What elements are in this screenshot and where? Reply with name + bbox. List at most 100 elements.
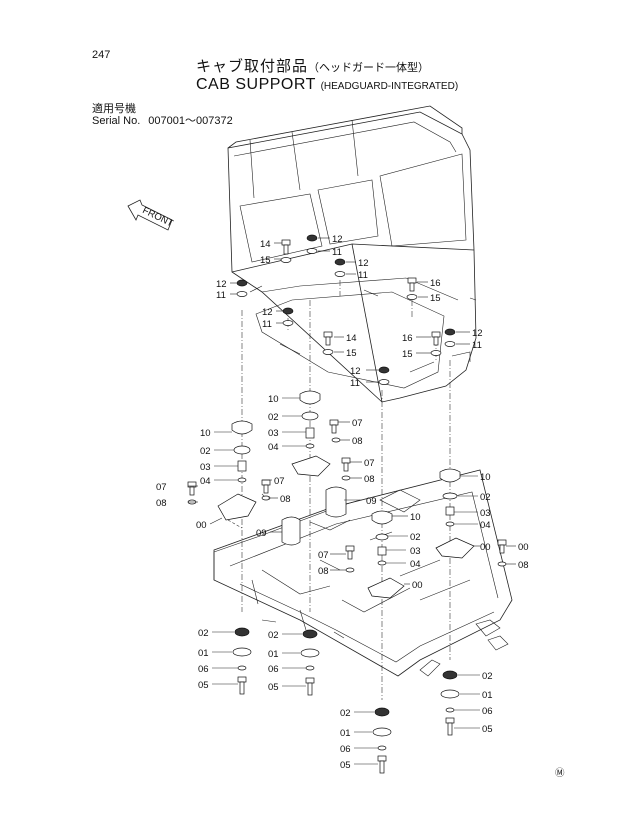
title-english: CAB SUPPORT (HEADGUARD-INTEGRATED) <box>196 76 458 94</box>
callout-label: 00 <box>480 542 491 553</box>
mount-stack-right-center <box>345 510 405 599</box>
callout-label: 09 <box>256 528 267 539</box>
corner-mark: Ⓜ <box>555 768 565 779</box>
title-en-main: CAB SUPPORT <box>196 76 316 93</box>
nut-icon <box>444 328 456 336</box>
callout-label: 00 <box>196 520 207 531</box>
callout-label: 08 <box>318 566 329 577</box>
callout-labels: 14 15 12 11 12 11 12 11 12 11 16 15 14 1… <box>156 234 529 771</box>
washer-icon <box>280 257 292 263</box>
bolt-icon <box>431 331 441 338</box>
callout-label: 15 <box>260 255 271 266</box>
callout-label: 16 <box>430 278 441 289</box>
callout-label: 08 <box>364 474 375 485</box>
serial-range: 007001～007372 <box>148 115 233 127</box>
washer-icon <box>334 271 346 277</box>
frame-outline <box>213 469 513 677</box>
callout-label: 01 <box>198 648 209 659</box>
callout-label: 00 <box>518 542 529 553</box>
front-label: FRONT <box>141 205 175 229</box>
bolt-icon <box>281 239 291 246</box>
lower-stack-1 <box>232 627 252 695</box>
mount-body-icon <box>281 516 301 546</box>
nut-icon <box>236 279 248 287</box>
callout-label: 02 <box>200 446 211 457</box>
washer-icon <box>406 294 418 300</box>
serial-number-line: Serial No. 007001～007372 <box>92 112 233 128</box>
title-jp-main: キャブ取付部品 <box>196 57 309 75</box>
nut-icon <box>282 307 294 315</box>
mount-stack-center <box>291 390 351 518</box>
bracket-icon <box>291 455 331 477</box>
bolt-icon <box>325 336 331 346</box>
callout-label: 07 <box>352 418 363 429</box>
washer-icon <box>282 320 294 326</box>
callout-label: 06 <box>268 664 279 675</box>
callout-label: 02 <box>480 492 491 503</box>
callout-label: 08 <box>518 560 529 571</box>
callout-label: 11 <box>350 378 360 389</box>
callout-label: 07 <box>364 458 375 469</box>
washer-icon <box>306 248 318 254</box>
spacer-icon <box>237 460 247 472</box>
leader-lines <box>188 237 516 765</box>
callout-label: 03 <box>200 462 211 473</box>
callout-label: 12 <box>332 234 343 245</box>
washer-icon <box>378 379 390 385</box>
mount-rubber-icon <box>299 390 321 405</box>
front-arrow-icon: FRONT <box>127 199 175 231</box>
bolt-icon <box>433 336 439 346</box>
cab-hardware <box>236 234 456 385</box>
washer-icon <box>236 291 248 297</box>
mount-stack-left <box>187 420 301 546</box>
callout-label: 15 <box>346 348 357 359</box>
callout-label: 08 <box>352 436 363 447</box>
callout-label: 02 <box>340 708 351 719</box>
callout-label: 11 <box>262 319 272 330</box>
callout-label: 01 <box>268 649 279 660</box>
nut-icon <box>378 366 390 374</box>
callout-label: 14 <box>260 239 271 250</box>
callout-label: 12 <box>358 258 369 269</box>
callout-label: 04 <box>200 476 211 487</box>
nut-icon <box>334 258 346 266</box>
callout-label: 04 <box>480 520 491 531</box>
title-japanese: キャブ取付部品（ヘッドガード一体型） <box>196 55 429 76</box>
callout-label: 06 <box>198 664 209 675</box>
callout-label: 12 <box>472 328 483 339</box>
callout-label: 15 <box>402 349 413 360</box>
callout-label: 02 <box>268 630 279 641</box>
callout-label: 07 <box>156 482 167 493</box>
callout-label: 09 <box>366 496 377 507</box>
callout-label: 10 <box>480 472 491 483</box>
serial-label-en: Serial No. <box>92 115 141 127</box>
callout-label: 05 <box>268 682 279 693</box>
callout-label: 11 <box>472 340 482 351</box>
callout-label: 10 <box>410 512 421 523</box>
bracket-icon <box>217 493 257 521</box>
callout-label: 11 <box>332 247 342 258</box>
bolt-icon <box>409 282 415 292</box>
callout-label: 02 <box>268 412 279 423</box>
callout-label: 03 <box>268 428 279 439</box>
title-en-sub: (HEADGUARD-INTEGRATED) <box>320 81 459 92</box>
callout-label: 11 <box>216 290 226 301</box>
page-number: 247 <box>92 49 111 61</box>
callout-label: 10 <box>268 394 279 405</box>
callout-label: 08 <box>156 498 167 509</box>
callout-label: 06 <box>482 706 493 717</box>
callout-label: 16 <box>402 333 413 344</box>
callout-label: 07 <box>318 550 329 561</box>
callout-label: 06 <box>340 744 351 755</box>
callout-label: 10 <box>200 428 211 439</box>
callout-label: 01 <box>482 690 493 701</box>
callout-label: 05 <box>482 724 493 735</box>
callout-label: 05 <box>198 680 209 691</box>
washer-icon <box>430 350 442 356</box>
washer-icon <box>237 477 247 483</box>
bolt-icon <box>283 244 289 255</box>
washer-icon <box>444 341 456 347</box>
washer-icon <box>322 349 334 355</box>
mount-rubber-icon <box>231 420 253 435</box>
